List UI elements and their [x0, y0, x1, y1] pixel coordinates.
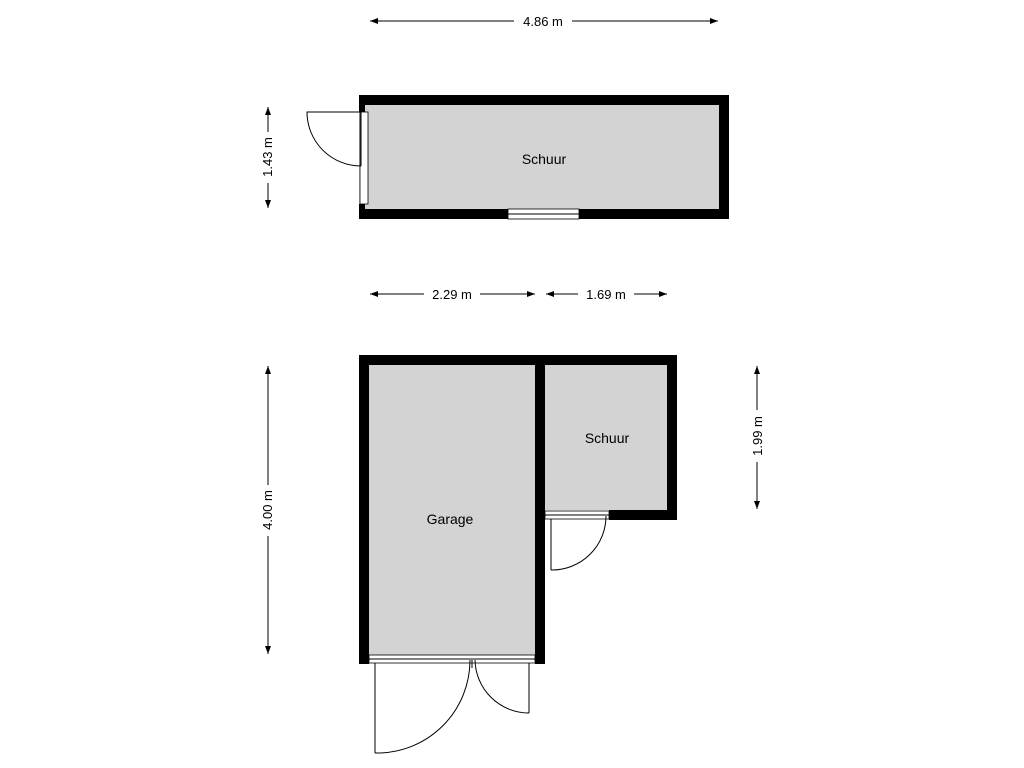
top-shed-wall-east — [719, 95, 729, 219]
dim-shed-depth-label: 1.43 m — [260, 137, 275, 177]
dim-arrow-down — [754, 501, 760, 509]
small-shed-wall-east — [667, 355, 677, 520]
top-shed-wall-west-top — [359, 95, 365, 112]
dim-shed-width-label: 4.86 m — [523, 14, 563, 29]
small-shed-door-swing — [550, 515, 607, 571]
dim-arrow-up — [754, 366, 760, 374]
dim-garage-width-label: 2.29 m — [432, 287, 472, 302]
dim-arrow-left — [370, 18, 378, 24]
dim-garage-width: 2.29 m — [370, 287, 535, 302]
top-shed-door-frame — [359, 111, 369, 205]
dim-arrow-right — [527, 291, 535, 297]
dim-arrow-up — [265, 366, 271, 374]
dim-arrow-down — [265, 646, 271, 654]
dim-garage-depth: 4.00 m — [260, 366, 275, 654]
top-shed-label: Schuur — [522, 151, 567, 167]
dim-arrow-up — [265, 107, 271, 115]
dim-arrow-right — [659, 291, 667, 297]
dim-arrow-left — [546, 291, 554, 297]
dim-small-shed-width: 1.69 m — [546, 287, 667, 302]
dim-arrow-down — [265, 200, 271, 208]
garage-door-swing-right — [474, 659, 530, 714]
top-shed-wall-north — [359, 95, 729, 105]
dim-small-shed-depth-label: 1.99 m — [750, 416, 765, 456]
dim-arrow-right — [710, 18, 718, 24]
garage-door-swing-left — [374, 659, 471, 754]
dim-shed-width: 4.86 m — [370, 14, 718, 29]
top-shed-wall-south-left — [359, 209, 508, 219]
garage-wall-west — [359, 355, 369, 664]
dim-arrow-left — [370, 291, 378, 297]
small-shed-wall-south — [609, 510, 677, 520]
garage-label: Garage — [427, 511, 474, 527]
top-shed: Schuur — [306, 95, 729, 220]
top-shed-wall-south-right — [579, 209, 729, 219]
dim-small-shed-depth: 1.99 m — [750, 366, 765, 509]
dim-garage-depth-label: 4.00 m — [260, 490, 275, 530]
small-shed-label: Schuur — [585, 430, 630, 446]
top-shed-door-swing — [306, 111, 362, 167]
top-shed-wall-west-bottom — [359, 204, 365, 219]
small-shed-floor — [545, 365, 667, 510]
garage-floor — [369, 365, 535, 655]
dim-small-shed-width-label: 1.69 m — [586, 287, 626, 302]
top-shed-floor — [359, 95, 729, 219]
dim-shed-depth: 1.43 m — [260, 107, 275, 208]
garage-wall-divider — [535, 365, 545, 664]
garage-block: Garage Schuur — [359, 355, 677, 754]
garage-wall-north — [359, 355, 677, 365]
